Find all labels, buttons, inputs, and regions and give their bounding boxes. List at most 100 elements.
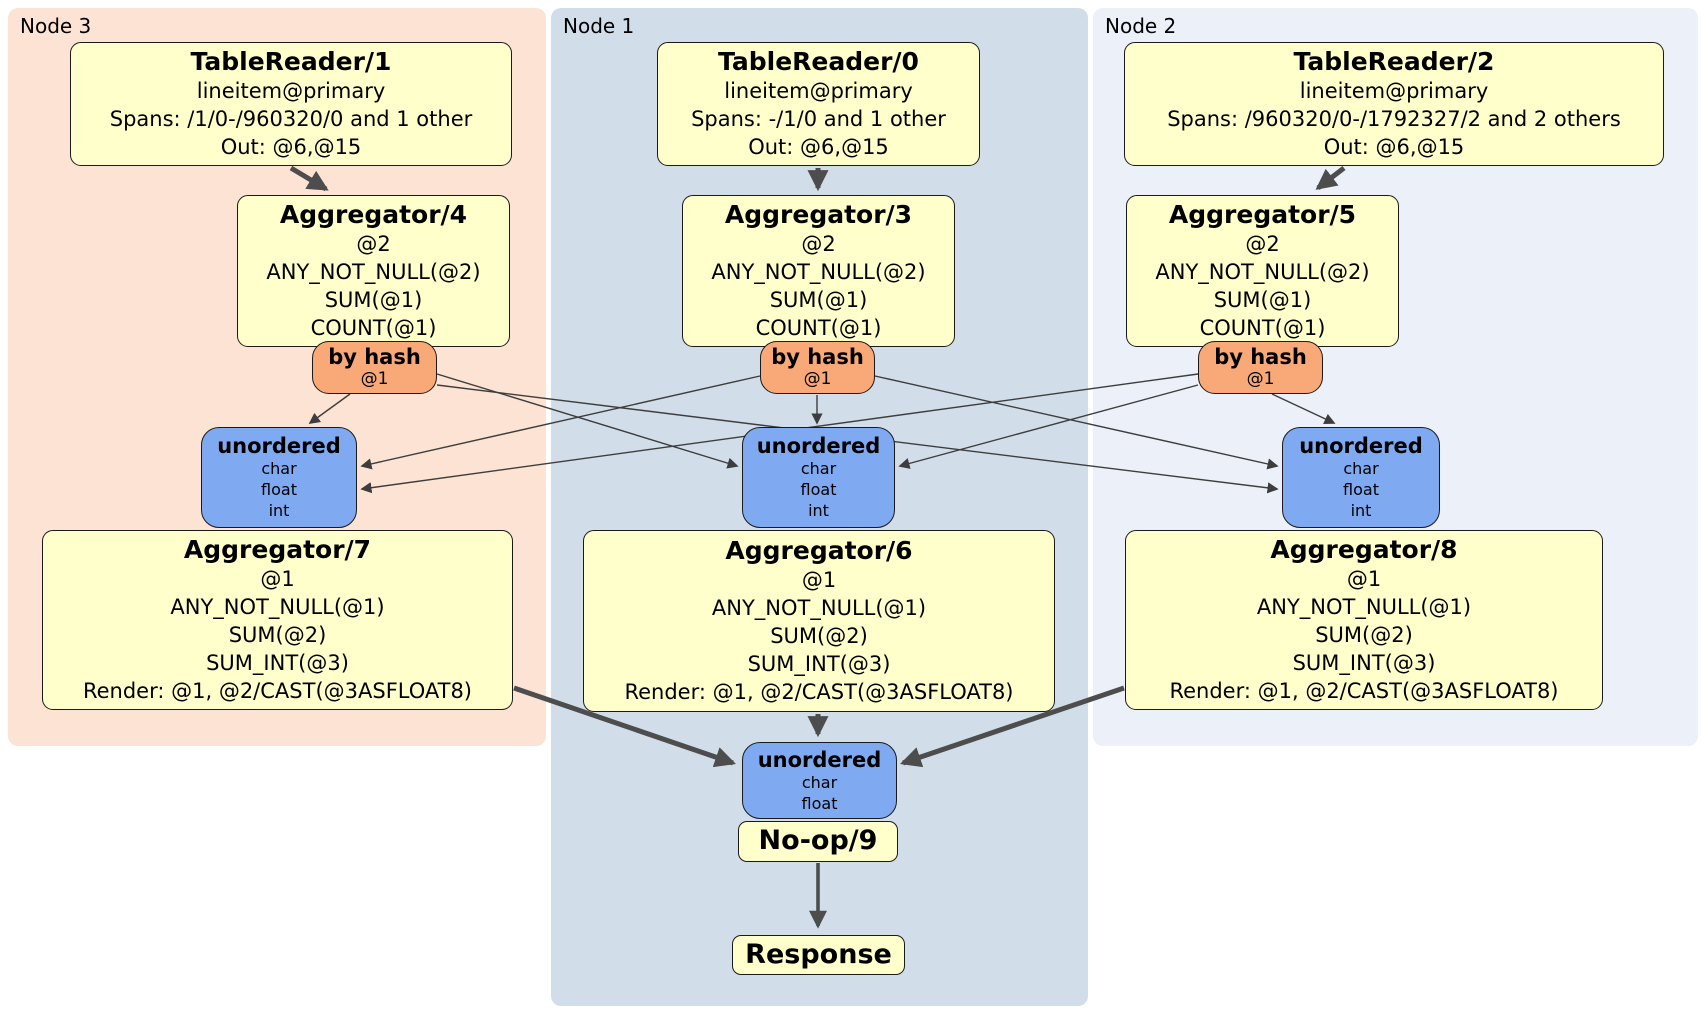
- unordered-sync-node3-type2: float: [261, 480, 297, 500]
- edge-agg7-unfinal: [513, 685, 736, 768]
- aggregator-6-fn2: SUM(@2): [770, 623, 868, 648]
- unordered-sync-node1: unordered char float int: [742, 427, 895, 528]
- noop-box: No-op/9: [738, 821, 898, 862]
- aggregator-5-group: @2: [1245, 231, 1280, 256]
- aggregator-4-group: @2: [356, 231, 391, 256]
- aggregator-5-fn1: ANY_NOT_NULL(@2): [1155, 259, 1370, 284]
- aggregator-7-title: Aggregator/7: [183, 534, 372, 564]
- tablereader-1-index: lineitem@primary: [196, 78, 386, 103]
- aggregator-5-fn3: COUNT(@1): [1199, 316, 1326, 341]
- unordered-sync-node2: unordered char float int: [1282, 427, 1440, 528]
- aggregator-6-fn3: SUM_INT(@3): [747, 652, 891, 677]
- by-hash-router-node1: by hash @1: [760, 341, 875, 394]
- tablereader-2-spans: Spans: /960320/0-/1792327/2 and 2 others: [1167, 106, 1621, 131]
- aggregator-7-fn1: ANY_NOT_NULL(@1): [170, 594, 385, 619]
- aggregator-5-box: Aggregator/5 @2 ANY_NOT_NULL(@2) SUM(@1)…: [1126, 195, 1399, 347]
- aggregator-8-fn1: ANY_NOT_NULL(@1): [1256, 594, 1472, 619]
- aggregator-4-title: Aggregator/4: [279, 199, 468, 229]
- unordered-sync-node2-type3: int: [1350, 501, 1372, 521]
- tablereader-1-title: TableReader/1: [190, 46, 392, 76]
- unordered-sync-node1-type2: float: [800, 480, 837, 500]
- aggregator-6-fn1: ANY_NOT_NULL(@1): [711, 595, 927, 620]
- by-hash-router-node3: by hash @1: [312, 341, 437, 394]
- aggregator-7-group: @1: [260, 566, 295, 591]
- aggregator-6-group: @1: [801, 567, 837, 592]
- aggregator-3-group: @2: [801, 231, 836, 256]
- aggregator-7-fn2: SUM(@2): [228, 622, 327, 647]
- aggregator-8-group: @1: [1346, 566, 1382, 591]
- aggregator-8-fn2: SUM(@2): [1315, 622, 1413, 647]
- aggregator-6-box: Aggregator/6 @1 ANY_NOT_NULL(@1) SUM(@2)…: [583, 530, 1055, 712]
- aggregator-7-box: Aggregator/7 @1 ANY_NOT_NULL(@1) SUM(@2)…: [42, 530, 513, 710]
- unordered-sync-node3-type1: char: [261, 459, 297, 479]
- unordered-sync-final-label: unordered: [757, 747, 882, 772]
- edge-tr2-agg5: [1315, 166, 1346, 190]
- tablereader-0-index: lineitem@primary: [724, 78, 913, 103]
- unordered-sync-final-type2: float: [801, 793, 838, 813]
- unordered-sync-final-type1: char: [801, 772, 838, 792]
- aggregator-3-box: Aggregator/3 @2 ANY_NOT_NULL(@2) SUM(@1)…: [682, 195, 955, 347]
- aggregator-6-title: Aggregator/6: [725, 535, 913, 565]
- noop-title: No-op/9: [758, 825, 878, 857]
- aggregator-4-fn2: SUM(@1): [324, 288, 423, 312]
- tablereader-0-spans: Spans: -/1/0 and 1 other: [691, 106, 946, 131]
- aggregator-8-render: Render: @1, @2/CAST(@3ASFLOAT8): [1169, 679, 1559, 704]
- node1-label: Node 1: [563, 14, 635, 38]
- aggregator-7-render: Render: @1, @2/CAST(@3ASFLOAT8): [82, 679, 473, 704]
- by-hash-router-node1-key: @1: [803, 368, 832, 389]
- by-hash-router-node1-label: by hash: [771, 344, 864, 369]
- aggregator-3-fn3: COUNT(@1): [755, 316, 882, 341]
- tablereader-0-title: TableReader/0: [718, 46, 919, 76]
- response-box: Response: [732, 935, 905, 975]
- aggregator-8-title: Aggregator/8: [1270, 534, 1458, 564]
- by-hash-router-node3-key: @1: [360, 368, 389, 389]
- by-hash-router-node2-key: @1: [1246, 368, 1275, 389]
- unordered-sync-node1-type3: int: [808, 501, 829, 521]
- unordered-sync-node1-label: unordered: [756, 434, 881, 459]
- aggregator-5-title: Aggregator/5: [1168, 199, 1357, 229]
- unordered-sync-final: unordered char float: [742, 742, 897, 819]
- tablereader-2-index: lineitem@primary: [1299, 78, 1489, 103]
- unordered-sync-node3-type3: int: [268, 501, 290, 521]
- tablereader-2-title: TableReader/2: [1293, 46, 1495, 76]
- unordered-sync-node2-label: unordered: [1299, 434, 1423, 459]
- aggregator-3-title: Aggregator/3: [724, 199, 913, 229]
- edge-bh1-un2: [874, 375, 1279, 470]
- response-title: Response: [745, 938, 892, 970]
- unordered-sync-node1-type1: char: [800, 459, 837, 479]
- aggregator-8-fn3: SUM_INT(@3): [1292, 651, 1436, 676]
- tablereader-1-out: Out: @6,@15: [220, 135, 362, 160]
- edge-bh1-un3: [360, 375, 761, 470]
- aggregator-5-fn2: SUM(@1): [1213, 288, 1312, 312]
- aggregator-7-fn3: SUM_INT(@3): [206, 651, 349, 676]
- edge-agg8-unfinal: [900, 685, 1125, 768]
- by-hash-router-node2: by hash @1: [1198, 341, 1323, 394]
- tablereader-0-box: TableReader/0 lineitem@primary Spans: -/…: [657, 42, 980, 166]
- unordered-sync-node2-type2: float: [1343, 480, 1379, 500]
- aggregator-3-fn2: SUM(@1): [769, 288, 868, 312]
- edge-bh3-un3: [308, 393, 351, 424]
- aggregator-8-box: Aggregator/8 @1 ANY_NOT_NULL(@1) SUM(@2)…: [1125, 530, 1603, 710]
- tablereader-1-box: TableReader/1 lineitem@primary Spans: /1…: [70, 42, 512, 166]
- edge-bh2-un1: [898, 384, 1199, 469]
- by-hash-router-node3-label: by hash: [328, 344, 421, 369]
- tablereader-2-box: TableReader/2 lineitem@primary Spans: /9…: [1124, 42, 1664, 166]
- aggregator-3-fn1: ANY_NOT_NULL(@2): [711, 259, 926, 284]
- tablereader-0-out: Out: @6,@15: [748, 135, 889, 160]
- edge-tr1-agg4: [289, 165, 329, 192]
- edge-bh2-un2: [1271, 393, 1336, 425]
- aggregator-6-render: Render: @1, @2/CAST(@3ASFLOAT8): [624, 680, 1014, 705]
- aggregator-4-fn1: ANY_NOT_NULL(@2): [266, 259, 481, 284]
- unordered-sync-node3-label: unordered: [217, 434, 341, 459]
- edge-bh3-un1: [436, 373, 739, 469]
- aggregator-4-fn3: COUNT(@1): [310, 316, 437, 341]
- node2-label: Node 2: [1105, 14, 1177, 38]
- aggregator-4-box: Aggregator/4 @2 ANY_NOT_NULL(@2) SUM(@1)…: [237, 195, 510, 347]
- tablereader-2-out: Out: @6,@15: [1323, 135, 1465, 160]
- unordered-sync-node3: unordered char float int: [201, 427, 357, 528]
- tablereader-1-spans: Spans: /1/0-/960320/0 and 1 other: [109, 106, 473, 131]
- node3-label: Node 3: [20, 14, 92, 38]
- unordered-sync-node2-type1: char: [1343, 459, 1379, 479]
